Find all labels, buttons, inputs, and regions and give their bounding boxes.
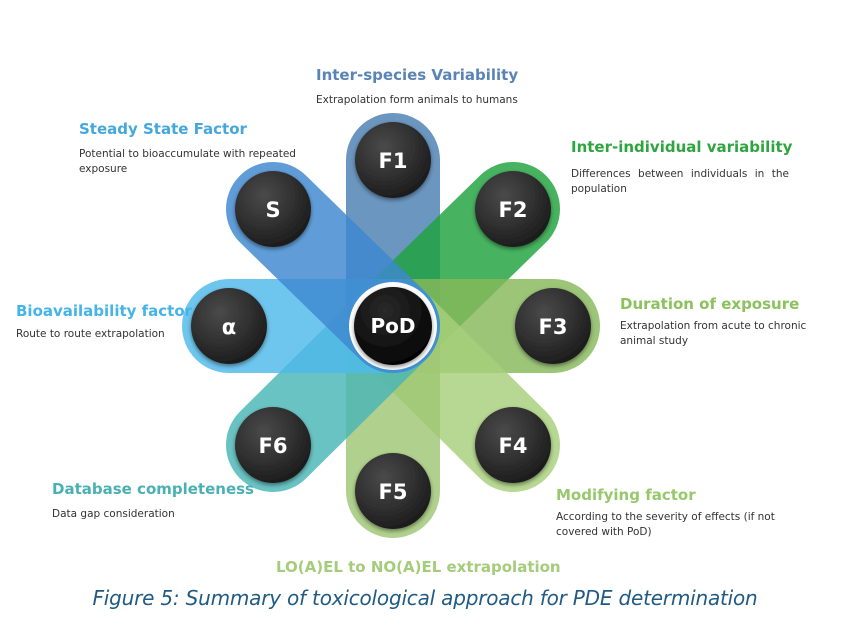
- callout-f1-description: Extrapolation form animals to humans: [316, 94, 518, 106]
- center-node: PoD: [349, 282, 437, 370]
- callout-f1: Inter-species Variability Extrapolation …: [316, 66, 576, 108]
- node-label-f5: F5: [379, 480, 408, 504]
- node-f4: F4: [475, 407, 551, 483]
- callout-f2: Inter-individual variability Differences…: [571, 138, 793, 197]
- node-circle-f2: [475, 171, 551, 247]
- callout-f2-title: Inter-individual variability: [571, 138, 793, 156]
- callout-alpha-description: Route to route extrapolation: [16, 328, 165, 340]
- callout-f3: Duration of exposure Extrapolation from …: [620, 295, 810, 349]
- figure-caption: Figure 5: Summary of toxicological appro…: [92, 586, 758, 610]
- node-circle-f5: [355, 453, 431, 529]
- callout-f4-description: According to the severity of effects (if…: [556, 511, 775, 538]
- callout-alpha-title: Bioavailability factor: [16, 302, 193, 320]
- node-f3: F3: [515, 288, 591, 364]
- node-label-f1: F1: [379, 149, 408, 173]
- node-circle-f3: [515, 288, 591, 364]
- callout-f4: Modifying factor According to the severi…: [556, 486, 786, 540]
- node-label-f3: F3: [539, 315, 568, 339]
- callout-f2-description: Differences between individuals in the p…: [571, 168, 789, 195]
- callout-f6-description: Data gap consideration: [52, 508, 175, 520]
- center-circle: [354, 287, 432, 365]
- node-circle-f4: [475, 407, 551, 483]
- node-label-f6: F6: [259, 434, 288, 458]
- node-label-f4: F4: [499, 434, 528, 458]
- callout-f5: LO(A)EL to NO(A)EL extrapolation: [276, 558, 566, 576]
- node-label-s: S: [265, 198, 280, 222]
- callout-f6-title: Database completeness: [52, 480, 254, 498]
- node-circle-f6: [235, 407, 311, 483]
- callout-f3-title: Duration of exposure: [620, 295, 800, 313]
- center-label: PoD: [371, 314, 416, 338]
- node-f5: F5: [355, 453, 431, 529]
- node-alpha: α: [191, 288, 267, 364]
- node-f2: F2: [475, 171, 551, 247]
- callout-s-title: Steady State Factor: [79, 120, 247, 138]
- node-s: S: [235, 171, 311, 247]
- callout-s-description: Potential to bioaccumulate with repeated…: [79, 148, 296, 175]
- callout-f6: Database completeness Data gap considera…: [52, 480, 282, 522]
- node-f1: F1: [355, 122, 431, 198]
- node-f6: F6: [235, 407, 311, 483]
- node-circle-f1: [355, 122, 431, 198]
- callout-f1-title: Inter-species Variability: [316, 66, 519, 84]
- node-circle-s: [235, 171, 311, 247]
- callout-s: Steady State Factor Potential to bioaccu…: [79, 120, 299, 177]
- callout-f4-title: Modifying factor: [556, 486, 696, 504]
- callout-f5-title: LO(A)EL to NO(A)EL extrapolation: [276, 558, 561, 576]
- callout-f3-description: Extrapolation from acute to chronic anim…: [620, 320, 807, 347]
- callout-alpha: Bioavailability factor Route to route ex…: [16, 302, 216, 342]
- node-label-f2: F2: [499, 198, 528, 222]
- node-label-alpha: α: [222, 315, 236, 339]
- node-circle-alpha: [191, 288, 267, 364]
